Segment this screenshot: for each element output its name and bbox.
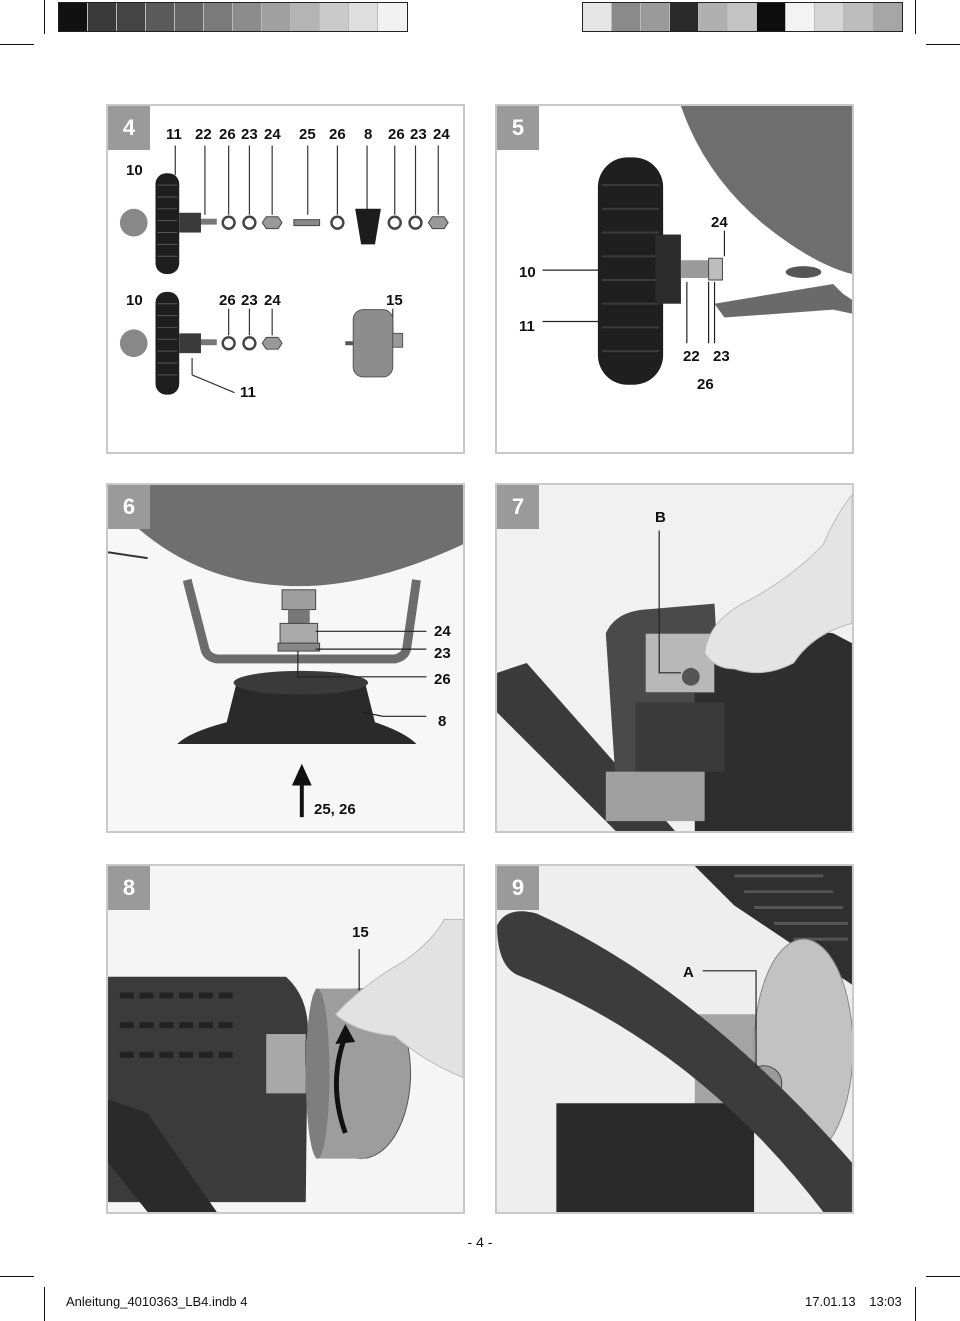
compressor-plug-photo-illustration [497, 485, 852, 831]
part-label: 23 [241, 292, 258, 309]
calibration-swatch [320, 3, 349, 31]
calibration-swatch [262, 3, 291, 31]
calibration-swatch [175, 3, 204, 31]
calibration-swatch [117, 3, 146, 31]
calibration-swatch [233, 3, 262, 31]
figure-panel-9: 9 A [495, 864, 854, 1214]
part-label: 26 [329, 126, 346, 143]
color-calibration-bar-right [582, 2, 903, 32]
panel-number: 8 [108, 866, 150, 910]
part-label: 26 [697, 376, 714, 393]
footer-date: 17.01.13 [805, 1294, 856, 1309]
panel-number: 7 [497, 485, 539, 529]
part-label: 26 [219, 292, 236, 309]
part-label: 23 [241, 126, 258, 143]
figure-panel-8: 8 15 [106, 864, 465, 1214]
figure-panel-7: 7 B [495, 483, 854, 833]
calibration-swatch [88, 3, 117, 31]
calibration-swatch [757, 3, 786, 31]
panel-number: 5 [497, 106, 539, 150]
part-label: 11 [240, 384, 256, 401]
calibration-swatch [146, 3, 175, 31]
calibration-swatch [583, 3, 612, 31]
figure-panel-6: 6 24 23 26 8 25, 26 [106, 483, 465, 833]
part-label: 25 [299, 126, 316, 143]
page-number: - 4 - [467, 1234, 493, 1250]
safety-valve-photo-illustration [497, 866, 852, 1212]
footer-timestamp: 17.01.13 13:03 [805, 1294, 902, 1309]
part-label: 24 [264, 126, 281, 143]
calibration-swatch [670, 3, 699, 31]
part-label: 26 [434, 671, 451, 688]
part-label: 15 [386, 292, 403, 309]
calibration-swatch [59, 3, 88, 31]
part-label: 22 [195, 126, 212, 143]
wheel-parts-exploded-illustration [119, 145, 449, 395]
calibration-swatch [699, 3, 728, 31]
part-label: 8 [364, 126, 373, 143]
calibration-swatch [815, 3, 844, 31]
crop-mark [44, 1287, 45, 1321]
crop-mark [926, 44, 960, 45]
part-label: 26 [388, 126, 405, 143]
part-label: 15 [352, 924, 369, 941]
calibration-swatch [291, 3, 320, 31]
footer-filename: Anleitung_4010363_LB4.indb 4 [66, 1294, 248, 1309]
part-label: 10 [519, 264, 536, 281]
part-label: 23 [713, 348, 730, 365]
calibration-swatch [612, 3, 641, 31]
panel-number: 9 [497, 866, 539, 910]
part-label: B [655, 509, 666, 526]
part-label: 10 [126, 292, 143, 309]
color-calibration-bar-left [58, 2, 408, 32]
calibration-swatch [873, 3, 902, 31]
part-label: 11 [519, 318, 535, 335]
crop-mark [0, 44, 34, 45]
figure-panel-5: 5 24 10 11 22 23 26 [495, 104, 854, 454]
part-label: 24 [433, 126, 450, 143]
part-label: 25, 26 [314, 801, 356, 818]
calibration-swatch [844, 3, 873, 31]
footer-time: 13:03 [869, 1294, 902, 1309]
panel-number: 6 [108, 485, 150, 529]
part-label: 24 [264, 292, 281, 309]
part-label: 10 [126, 162, 143, 179]
part-label: 11 [166, 126, 182, 143]
crop-mark [0, 1276, 34, 1277]
calibration-swatch [786, 3, 815, 31]
crop-mark [915, 0, 916, 34]
calibration-swatch [204, 3, 233, 31]
crop-mark [926, 1276, 960, 1277]
air-filter-installation-photo-illustration [108, 866, 463, 1212]
rubber-foot-photo-illustration [108, 485, 463, 831]
part-label: 23 [410, 126, 427, 143]
calibration-swatch [378, 3, 407, 31]
crop-mark [915, 1287, 916, 1321]
part-label: 22 [683, 348, 700, 365]
figure-panel-4: 4 [106, 104, 465, 454]
part-label: 24 [434, 623, 451, 640]
part-label: 24 [711, 214, 728, 231]
part-label: 8 [438, 713, 447, 730]
crop-mark [44, 0, 45, 34]
wheel-mounted-photo-illustration [542, 106, 852, 385]
part-label: A [683, 964, 694, 981]
calibration-swatch [641, 3, 670, 31]
panel-number: 4 [108, 106, 150, 150]
part-label: 23 [434, 645, 451, 662]
part-label: 26 [219, 126, 236, 143]
calibration-swatch [349, 3, 378, 31]
calibration-swatch [728, 3, 757, 31]
